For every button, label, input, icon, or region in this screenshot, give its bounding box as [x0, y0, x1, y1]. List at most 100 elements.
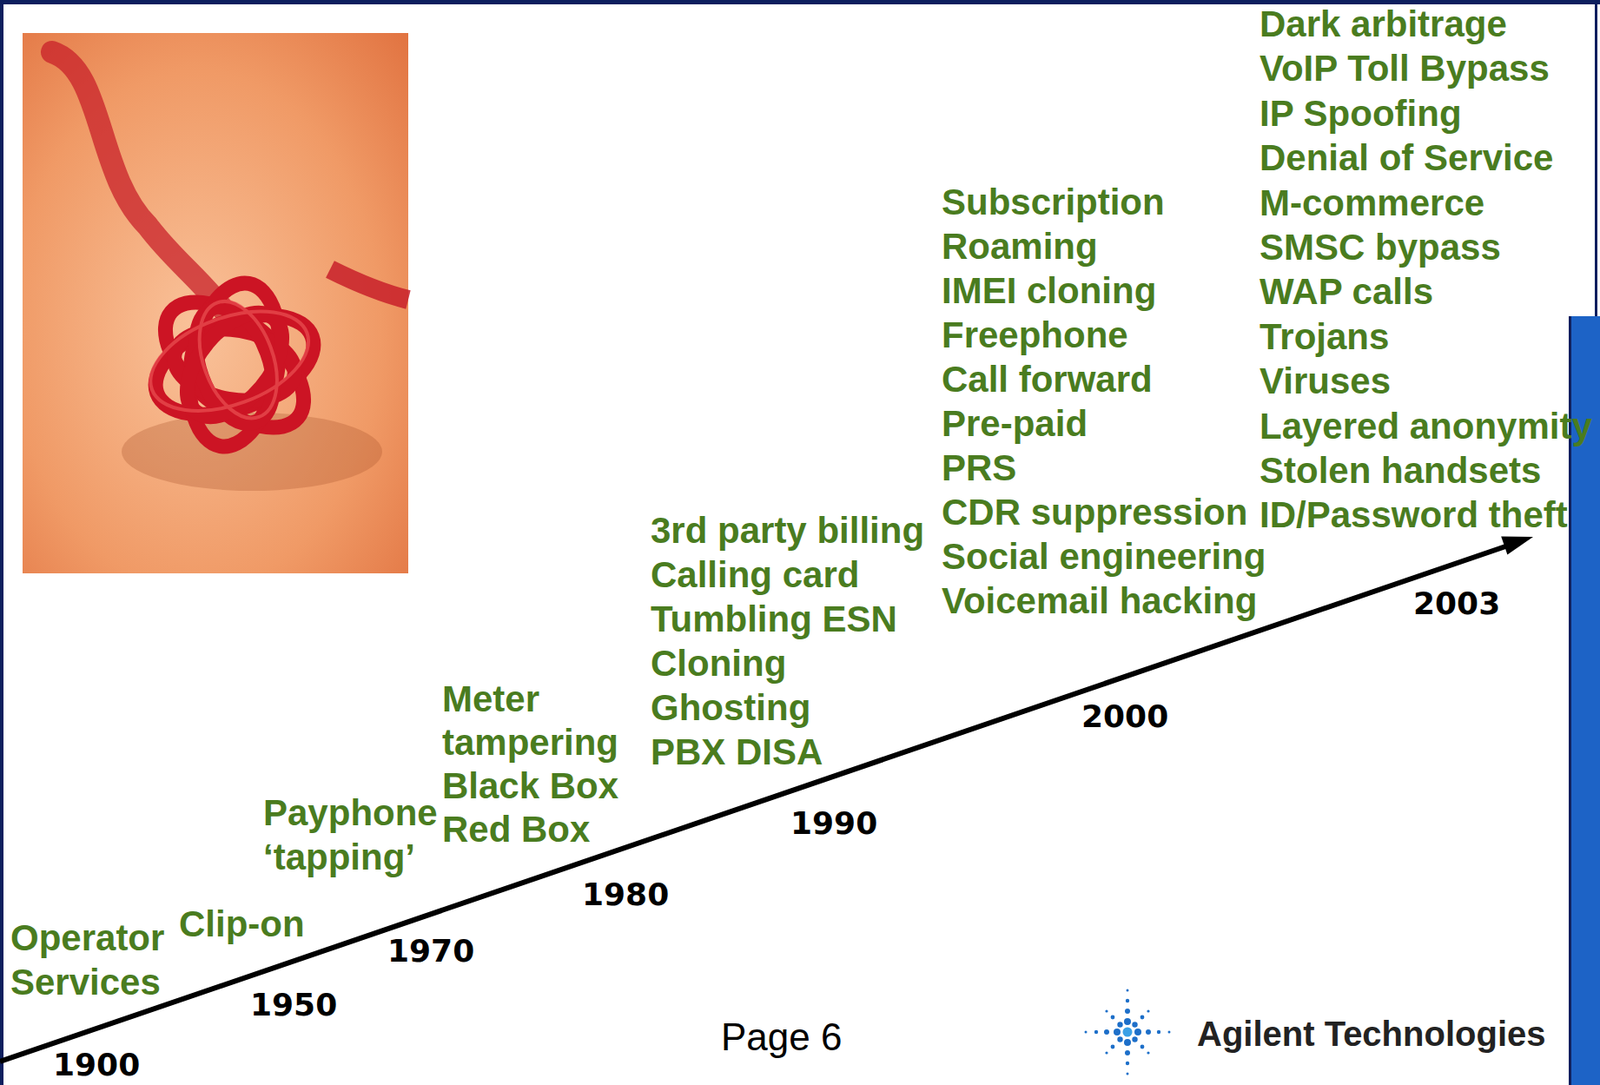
agilent-spark-logo-part	[1110, 1015, 1116, 1020]
phone-cord-photo-part	[52, 52, 226, 313]
agilent-spark-logo-part	[1131, 1021, 1138, 1027]
page-number: Page 6	[720, 1014, 842, 1061]
agilent-spark-logo-part	[1113, 1028, 1121, 1036]
agilent-spark-logo-part	[1134, 1028, 1142, 1036]
year-marker: 1900	[52, 1049, 140, 1081]
fraud-era-1950: Clip-on	[178, 901, 305, 946]
fraud-type: Cloning	[650, 641, 925, 686]
fraud-type: Freephone	[941, 312, 1266, 358]
fraud-type: CDR suppression	[941, 489, 1266, 535]
phone-cord-photo-part-part	[185, 290, 292, 430]
agilent-spark-logo-part	[1117, 1021, 1123, 1027]
agilent-spark-logo-part	[1123, 1018, 1131, 1025]
fraud-type: Social engineering	[941, 534, 1266, 579]
fraud-type: PRS	[941, 445, 1266, 490]
agilent-spark-logo-part	[1124, 1008, 1131, 1014]
fraud-type: Roaming	[941, 224, 1266, 269]
agilent-spark-logo-part	[1126, 989, 1130, 992]
fraud-era-1900: Operator Services	[10, 915, 180, 1005]
frame-part	[0, 0, 4, 1085]
agilent-spark-logo-part	[1168, 1031, 1171, 1034]
year-label: 1900	[52, 1049, 140, 1081]
timeline-arrow-part	[0, 542, 1516, 1062]
fraud-type: Ghosting	[650, 685, 925, 730]
fraud-type: Operator Services	[10, 915, 180, 1005]
year-label: 1970	[387, 935, 475, 967]
agilent-spark-logo-part	[1094, 1030, 1098, 1034]
year-marker: 2000	[1081, 700, 1169, 733]
agilent-spark-logo-part	[1124, 1050, 1131, 1056]
agilent-spark-logo-part	[1145, 1029, 1151, 1035]
fraud-type: Calling card	[650, 552, 925, 597]
year-marker: 1970	[387, 935, 475, 967]
fraud-type: Meter tampering	[442, 677, 635, 765]
phone-cord-photo	[22, 33, 409, 574]
fraud-type: Pre-paid	[941, 401, 1266, 446]
agilent-spark-logo-part	[1125, 998, 1130, 1003]
fraud-type: M-commerce	[1259, 180, 1593, 225]
fraud-type: Payphone ‘tapping’	[263, 790, 450, 880]
fraud-type: 3rd party billing	[650, 508, 925, 553]
year-label: 1990	[790, 807, 878, 840]
agilent-spark-logo-part	[1131, 1036, 1138, 1042]
agilent-spark-logo-part	[1157, 1030, 1161, 1034]
fraud-type: Denial of Service	[1259, 135, 1593, 180]
fraud-type: ID/Password theft	[1259, 492, 1593, 537]
fraud-type: Layered anonymity	[1259, 403, 1593, 449]
fraud-type: SMSC bypass	[1259, 224, 1593, 270]
phone-cord-photo-part	[330, 269, 409, 300]
company-name: Agilent Technologies	[1196, 1012, 1547, 1055]
year-label: 1950	[250, 989, 338, 1021]
agilent-spark-logo-part	[1140, 1015, 1145, 1020]
fraud-type: Clip-on	[178, 901, 305, 946]
fraud-type: Subscription	[941, 179, 1266, 225]
fraud-type: PBX DISA	[650, 729, 925, 774]
timeline-arrow-part	[1500, 536, 1534, 556]
fraud-era-1970: Payphone ‘tapping’	[263, 790, 450, 880]
frame-part	[1594, 0, 1598, 317]
fraud-era-1980: Meter tamperingBlack BoxRed Box	[442, 677, 635, 852]
fraud-type: Viruses	[1259, 358, 1593, 404]
fraud-type: Red Box	[442, 807, 635, 852]
agilent-spark-logo-part	[1104, 1029, 1110, 1035]
agilent-spark-logo-part	[1123, 1027, 1133, 1038]
agilent-spark-logo-part	[1104, 1009, 1108, 1012]
year-label: 1980	[581, 879, 669, 911]
fraud-type: IP Spoofing	[1259, 91, 1593, 136]
fraud-type: WAP calls	[1259, 269, 1593, 314]
fraud-type: Call forward	[941, 357, 1266, 402]
year-label: 2003	[1413, 588, 1501, 620]
agilent-spark-logo-part	[1104, 1051, 1108, 1054]
fraud-type: Trojans	[1259, 314, 1593, 359]
agilent-spark-logo-part	[1110, 1044, 1116, 1050]
fraud-era-1990: 3rd party billingCalling cardTumbling ES…	[650, 508, 925, 774]
agilent-spark-logo-part	[1117, 1036, 1123, 1042]
phone-cord-photo-part	[137, 290, 323, 430]
year-marker: 1980	[581, 879, 669, 911]
fraud-type: Black Box	[442, 764, 635, 808]
agilent-spark-logo-part	[1146, 1051, 1150, 1054]
year-label: 2000	[1081, 700, 1169, 733]
agilent-spark-logo-part	[1123, 1038, 1131, 1046]
fraud-type: Stolen handsets	[1259, 448, 1593, 493]
agilent-spark-logo-part	[1140, 1044, 1145, 1050]
year-marker: 1990	[790, 807, 878, 840]
agilent-spark-logo-part	[1146, 1009, 1150, 1012]
fraud-type: Voicemail hacking	[941, 578, 1266, 623]
fraud-era-2000: SubscriptionRoamingIMEI cloningFreephone…	[941, 179, 1266, 623]
footer: Page 6	[720, 1014, 842, 1061]
fraud-era-2003: Dark arbitrageVoIP Toll BypassIP Spoofin…	[1259, 1, 1593, 538]
agilent-spark-logo-part	[1126, 1072, 1130, 1076]
fraud-type: Tumbling ESN	[650, 596, 925, 642]
agilent-spark-logo	[1084, 989, 1171, 1076]
agilent-spark-logo-part	[1125, 1061, 1130, 1065]
fraud-type: VoIP Toll Bypass	[1259, 46, 1593, 91]
agilent-spark-logo-part	[1084, 1031, 1088, 1034]
footer: Agilent Technologies	[1196, 1012, 1547, 1055]
fraud-type: IMEI cloning	[941, 268, 1266, 313]
fraud-type: Dark arbitrage	[1259, 1, 1593, 47]
phone-cord-photo-part	[22, 33, 409, 574]
year-marker: 1950	[250, 989, 338, 1021]
year-marker: 2003	[1413, 588, 1501, 620]
